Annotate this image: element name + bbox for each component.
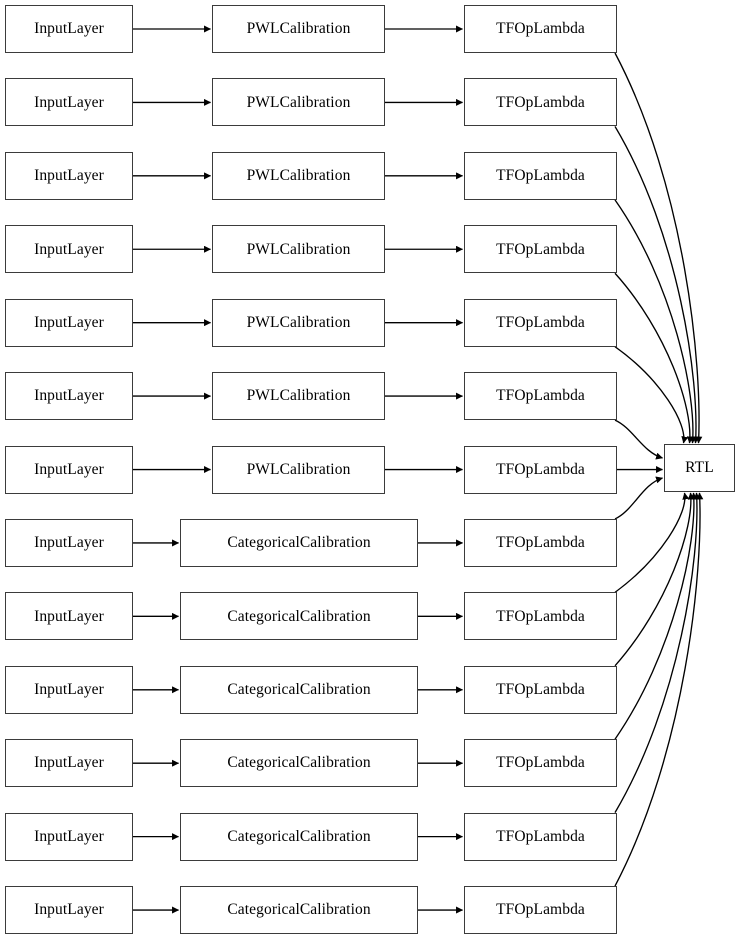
- edge-lambda-to-rtl-11: [614, 492, 698, 740]
- node-calibration-10[interactable]: CategoricalCalibration: [180, 665, 418, 714]
- node-tfoplambda-6-label: TFOpLambda: [496, 387, 585, 405]
- node-calibration-6[interactable]: PWLCalibration: [212, 372, 385, 421]
- node-input-layer-9-label: InputLayer: [34, 607, 104, 625]
- node-calibration-1[interactable]: PWLCalibration: [212, 5, 385, 53]
- node-tfoplambda-8-label: TFOpLambda: [496, 534, 585, 552]
- node-input-layer-5-label: InputLayer: [34, 313, 104, 331]
- node-tfoplambda-1-label: TFOpLambda: [496, 20, 585, 38]
- node-input-layer-4-label: InputLayer: [34, 240, 104, 258]
- node-input-layer-6-label: InputLayer: [34, 387, 104, 405]
- node-input-layer-9[interactable]: InputLayer: [5, 592, 133, 641]
- node-calibration-5[interactable]: PWLCalibration: [212, 298, 385, 347]
- node-tfoplambda-13[interactable]: TFOpLambda: [464, 886, 617, 935]
- edge-lambda-to-rtl-8: [614, 476, 664, 520]
- node-tfoplambda-9[interactable]: TFOpLambda: [464, 592, 617, 641]
- edge-lambda-to-rtl-10: [614, 492, 695, 667]
- node-tfoplambda-9-label: TFOpLambda: [496, 607, 585, 625]
- node-input-layer-10-label: InputLayer: [34, 681, 104, 699]
- node-input-layer-6[interactable]: InputLayer: [5, 372, 133, 421]
- node-calibration-1-label: PWLCalibration: [246, 20, 351, 38]
- node-calibration-9[interactable]: CategoricalCalibration: [180, 592, 418, 641]
- node-calibration-7[interactable]: PWLCalibration: [212, 445, 385, 494]
- node-input-layer-5[interactable]: InputLayer: [5, 298, 133, 347]
- node-input-layer-2-label: InputLayer: [34, 93, 104, 111]
- node-input-layer-11-label: InputLayer: [34, 754, 104, 772]
- edge-lambda-to-rtl-3: [614, 199, 697, 444]
- edge-lambda-to-rtl-2: [614, 126, 700, 444]
- node-calibration-7-label: PWLCalibration: [246, 460, 351, 478]
- node-tfoplambda-11[interactable]: TFOpLambda: [464, 739, 617, 788]
- node-calibration-11-label: CategoricalCalibration: [227, 754, 371, 772]
- node-calibration-9-label: CategoricalCalibration: [227, 607, 371, 625]
- node-input-layer-8[interactable]: InputLayer: [5, 518, 133, 567]
- edge-lambda-to-rtl-1: [614, 52, 703, 444]
- node-tfoplambda-10[interactable]: TFOpLambda: [464, 665, 617, 714]
- node-input-layer-13-label: InputLayer: [34, 901, 104, 919]
- node-input-layer-10[interactable]: InputLayer: [5, 665, 133, 714]
- node-tfoplambda-11-label: TFOpLambda: [496, 754, 585, 772]
- node-input-layer-1-label: InputLayer: [34, 20, 104, 38]
- node-input-layer-1[interactable]: InputLayer: [5, 5, 133, 53]
- node-tfoplambda-6[interactable]: TFOpLambda: [464, 372, 617, 421]
- node-rtl-output[interactable]: RTL: [664, 444, 735, 492]
- node-input-layer-7-label: InputLayer: [34, 460, 104, 478]
- node-tfoplambda-3-label: TFOpLambda: [496, 167, 585, 185]
- edge-lambda-to-rtl-6: [614, 419, 664, 460]
- node-tfoplambda-4[interactable]: TFOpLambda: [464, 225, 617, 274]
- node-calibration-4[interactable]: PWLCalibration: [212, 225, 385, 274]
- node-tfoplambda-12-label: TFOpLambda: [496, 827, 585, 845]
- node-calibration-5-label: PWLCalibration: [246, 313, 351, 331]
- node-tfoplambda-2-label: TFOpLambda: [496, 93, 585, 111]
- node-tfoplambda-5[interactable]: TFOpLambda: [464, 298, 617, 347]
- node-input-layer-13[interactable]: InputLayer: [5, 886, 133, 935]
- node-calibration-8-label: CategoricalCalibration: [227, 534, 371, 552]
- node-input-layer-11[interactable]: InputLayer: [5, 739, 133, 788]
- node-calibration-4-label: PWLCalibration: [246, 240, 351, 258]
- node-tfoplambda-2[interactable]: TFOpLambda: [464, 78, 617, 127]
- node-calibration-13-label: CategoricalCalibration: [227, 901, 371, 919]
- node-tfoplambda-7-label: TFOpLambda: [496, 460, 585, 478]
- node-input-layer-2[interactable]: InputLayer: [5, 78, 133, 127]
- node-input-layer-3-label: InputLayer: [34, 167, 104, 185]
- node-calibration-10-label: CategoricalCalibration: [227, 681, 371, 699]
- node-input-layer-7[interactable]: InputLayer: [5, 445, 133, 494]
- node-tfoplambda-5-label: TFOpLambda: [496, 313, 585, 331]
- node-tfoplambda-3[interactable]: TFOpLambda: [464, 151, 617, 200]
- edge-lambda-to-rtl-12: [614, 492, 701, 813]
- node-calibration-12[interactable]: CategoricalCalibration: [180, 812, 418, 861]
- node-tfoplambda-8[interactable]: TFOpLambda: [464, 518, 617, 567]
- node-tfoplambda-1[interactable]: TFOpLambda: [464, 5, 617, 53]
- node-tfoplambda-12[interactable]: TFOpLambda: [464, 812, 617, 861]
- node-calibration-2-label: PWLCalibration: [246, 93, 351, 111]
- node-input-layer-4[interactable]: InputLayer: [5, 225, 133, 274]
- node-calibration-12-label: CategoricalCalibration: [227, 827, 371, 845]
- edge-lambda-to-rtl-4: [614, 272, 694, 444]
- node-tfoplambda-4-label: TFOpLambda: [496, 240, 585, 258]
- node-input-layer-12[interactable]: InputLayer: [5, 812, 133, 861]
- node-calibration-13[interactable]: CategoricalCalibration: [180, 886, 418, 935]
- node-calibration-11[interactable]: CategoricalCalibration: [180, 739, 418, 788]
- node-input-layer-8-label: InputLayer: [34, 534, 104, 552]
- node-tfoplambda-7[interactable]: TFOpLambda: [464, 445, 617, 494]
- node-input-layer-12-label: InputLayer: [34, 827, 104, 845]
- node-input-layer-3[interactable]: InputLayer: [5, 151, 133, 200]
- node-calibration-2[interactable]: PWLCalibration: [212, 78, 385, 127]
- node-tfoplambda-13-label: TFOpLambda: [496, 901, 585, 919]
- edge-lambda-to-rtl-13: [614, 492, 704, 887]
- node-calibration-3[interactable]: PWLCalibration: [212, 151, 385, 200]
- node-calibration-6-label: PWLCalibration: [246, 387, 351, 405]
- edge-lambda-to-rtl-5: [614, 346, 689, 444]
- node-calibration-3-label: PWLCalibration: [246, 167, 351, 185]
- node-rtl-output-label: RTL: [685, 459, 714, 477]
- node-calibration-8[interactable]: CategoricalCalibration: [180, 518, 418, 567]
- edge-lambda-to-rtl-9: [614, 492, 690, 593]
- node-tfoplambda-10-label: TFOpLambda: [496, 681, 585, 699]
